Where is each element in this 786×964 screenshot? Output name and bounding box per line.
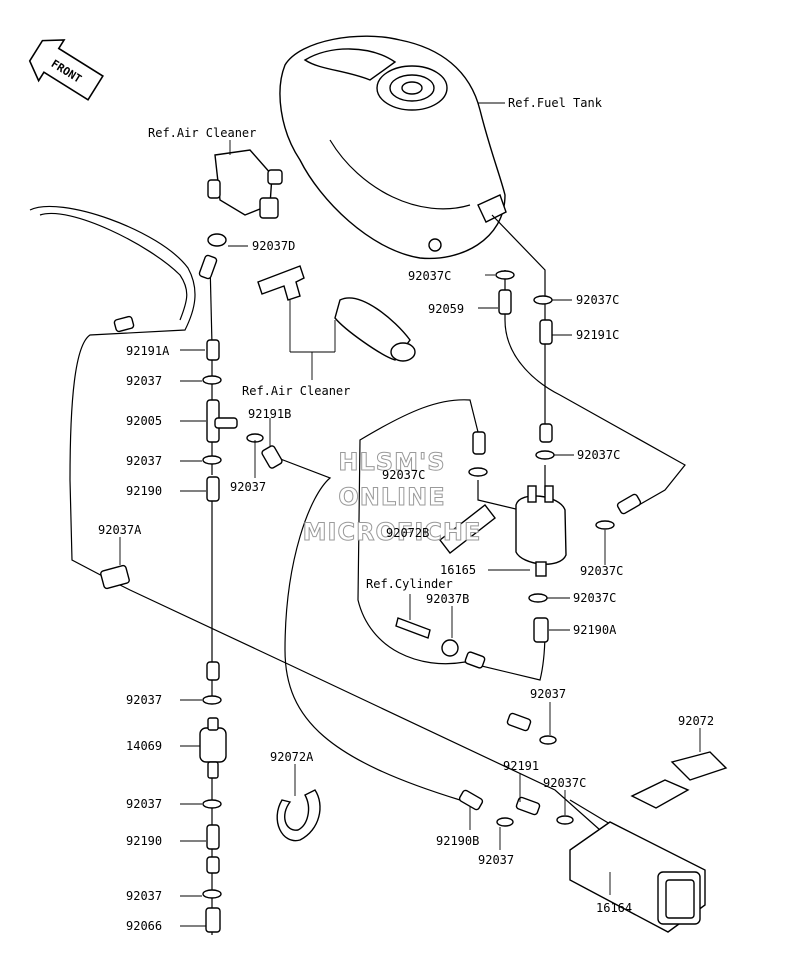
- ref-cylinder-label: Ref.Cylinder: [366, 577, 453, 591]
- part-label: 92072: [678, 714, 714, 728]
- hose-clamps: [202, 270, 615, 899]
- part-label: 92191C: [576, 328, 619, 342]
- part-label: 92072B: [386, 526, 429, 540]
- part-label: 92037: [530, 687, 566, 701]
- bracket-92072: [630, 751, 728, 809]
- part-label: 92037C: [573, 591, 616, 605]
- part-label: 92037: [126, 797, 162, 811]
- fuel-filter: [199, 717, 227, 779]
- part-label: 92037A: [98, 523, 142, 537]
- cylinder-fitting: [395, 617, 459, 657]
- part-label: 92037B: [426, 592, 469, 606]
- part-label: 14069: [126, 739, 162, 753]
- part-label: 92066: [126, 919, 162, 933]
- hose-pieces: [100, 254, 642, 874]
- part-label: 92037C: [580, 564, 623, 578]
- part-label: 92037C: [408, 269, 451, 283]
- part-label: 92191A: [126, 344, 170, 358]
- watermark-line-3: MICROFICHE: [303, 518, 482, 546]
- watermark-line-1: HLSM'S: [338, 448, 445, 476]
- watermark-line-2: ONLINE: [338, 483, 445, 511]
- part-label: 92037D: [252, 239, 295, 253]
- part-label: 92037: [126, 693, 162, 707]
- air-cleaner-tee-and-duct: [257, 265, 416, 362]
- part-label: 92037C: [576, 293, 619, 307]
- part-label: 92037: [230, 480, 266, 494]
- part-label: 92037: [126, 454, 162, 468]
- ref-fuel-tank-label: Ref.Fuel Tank: [508, 96, 603, 110]
- band-92072a: [276, 789, 321, 842]
- part-label: 92190: [126, 834, 162, 848]
- front-arrow-icon: FRONT: [28, 39, 104, 101]
- bracket-92072b: [439, 504, 496, 554]
- tee-fitting: [206, 399, 238, 443]
- ref-air-cleaner-top-label: Ref.Air Cleaner: [148, 126, 256, 140]
- part-label: 92190: [126, 484, 162, 498]
- part-label: 92037: [478, 853, 514, 867]
- hose-routing: [29, 205, 686, 935]
- part-label: 92005: [126, 414, 162, 428]
- watermark: HLSM'S ONLINE MICROFICHE: [302, 448, 482, 547]
- part-label: 92037C: [577, 448, 620, 462]
- check-valve: [205, 907, 221, 933]
- part-label: 16165: [440, 563, 476, 577]
- part-label: 92059: [428, 302, 464, 316]
- part-label: 92037: [126, 889, 162, 903]
- part-label: 92072A: [270, 750, 314, 764]
- part-label: 92191B: [248, 407, 291, 421]
- part-label: 92190B: [436, 834, 479, 848]
- canister: [569, 821, 706, 933]
- leader-lines: [119, 102, 701, 927]
- part-label: 92037C: [543, 776, 586, 790]
- part-labels: 92037D 92037C 92059 92037C 92191C 92191A…: [98, 239, 714, 933]
- part-label: 92037C: [382, 468, 425, 482]
- fuel-tank-illustration: [279, 35, 507, 260]
- separator: [515, 485, 567, 577]
- part-label: 16164: [596, 901, 632, 915]
- part-label: 92037: [126, 374, 162, 388]
- part-label: 92190A: [573, 623, 617, 637]
- part-label: 92191: [503, 759, 539, 773]
- air-cleaner-valve: [207, 149, 283, 247]
- ref-air-cleaner-mid-label: Ref.Air Cleaner: [242, 384, 350, 398]
